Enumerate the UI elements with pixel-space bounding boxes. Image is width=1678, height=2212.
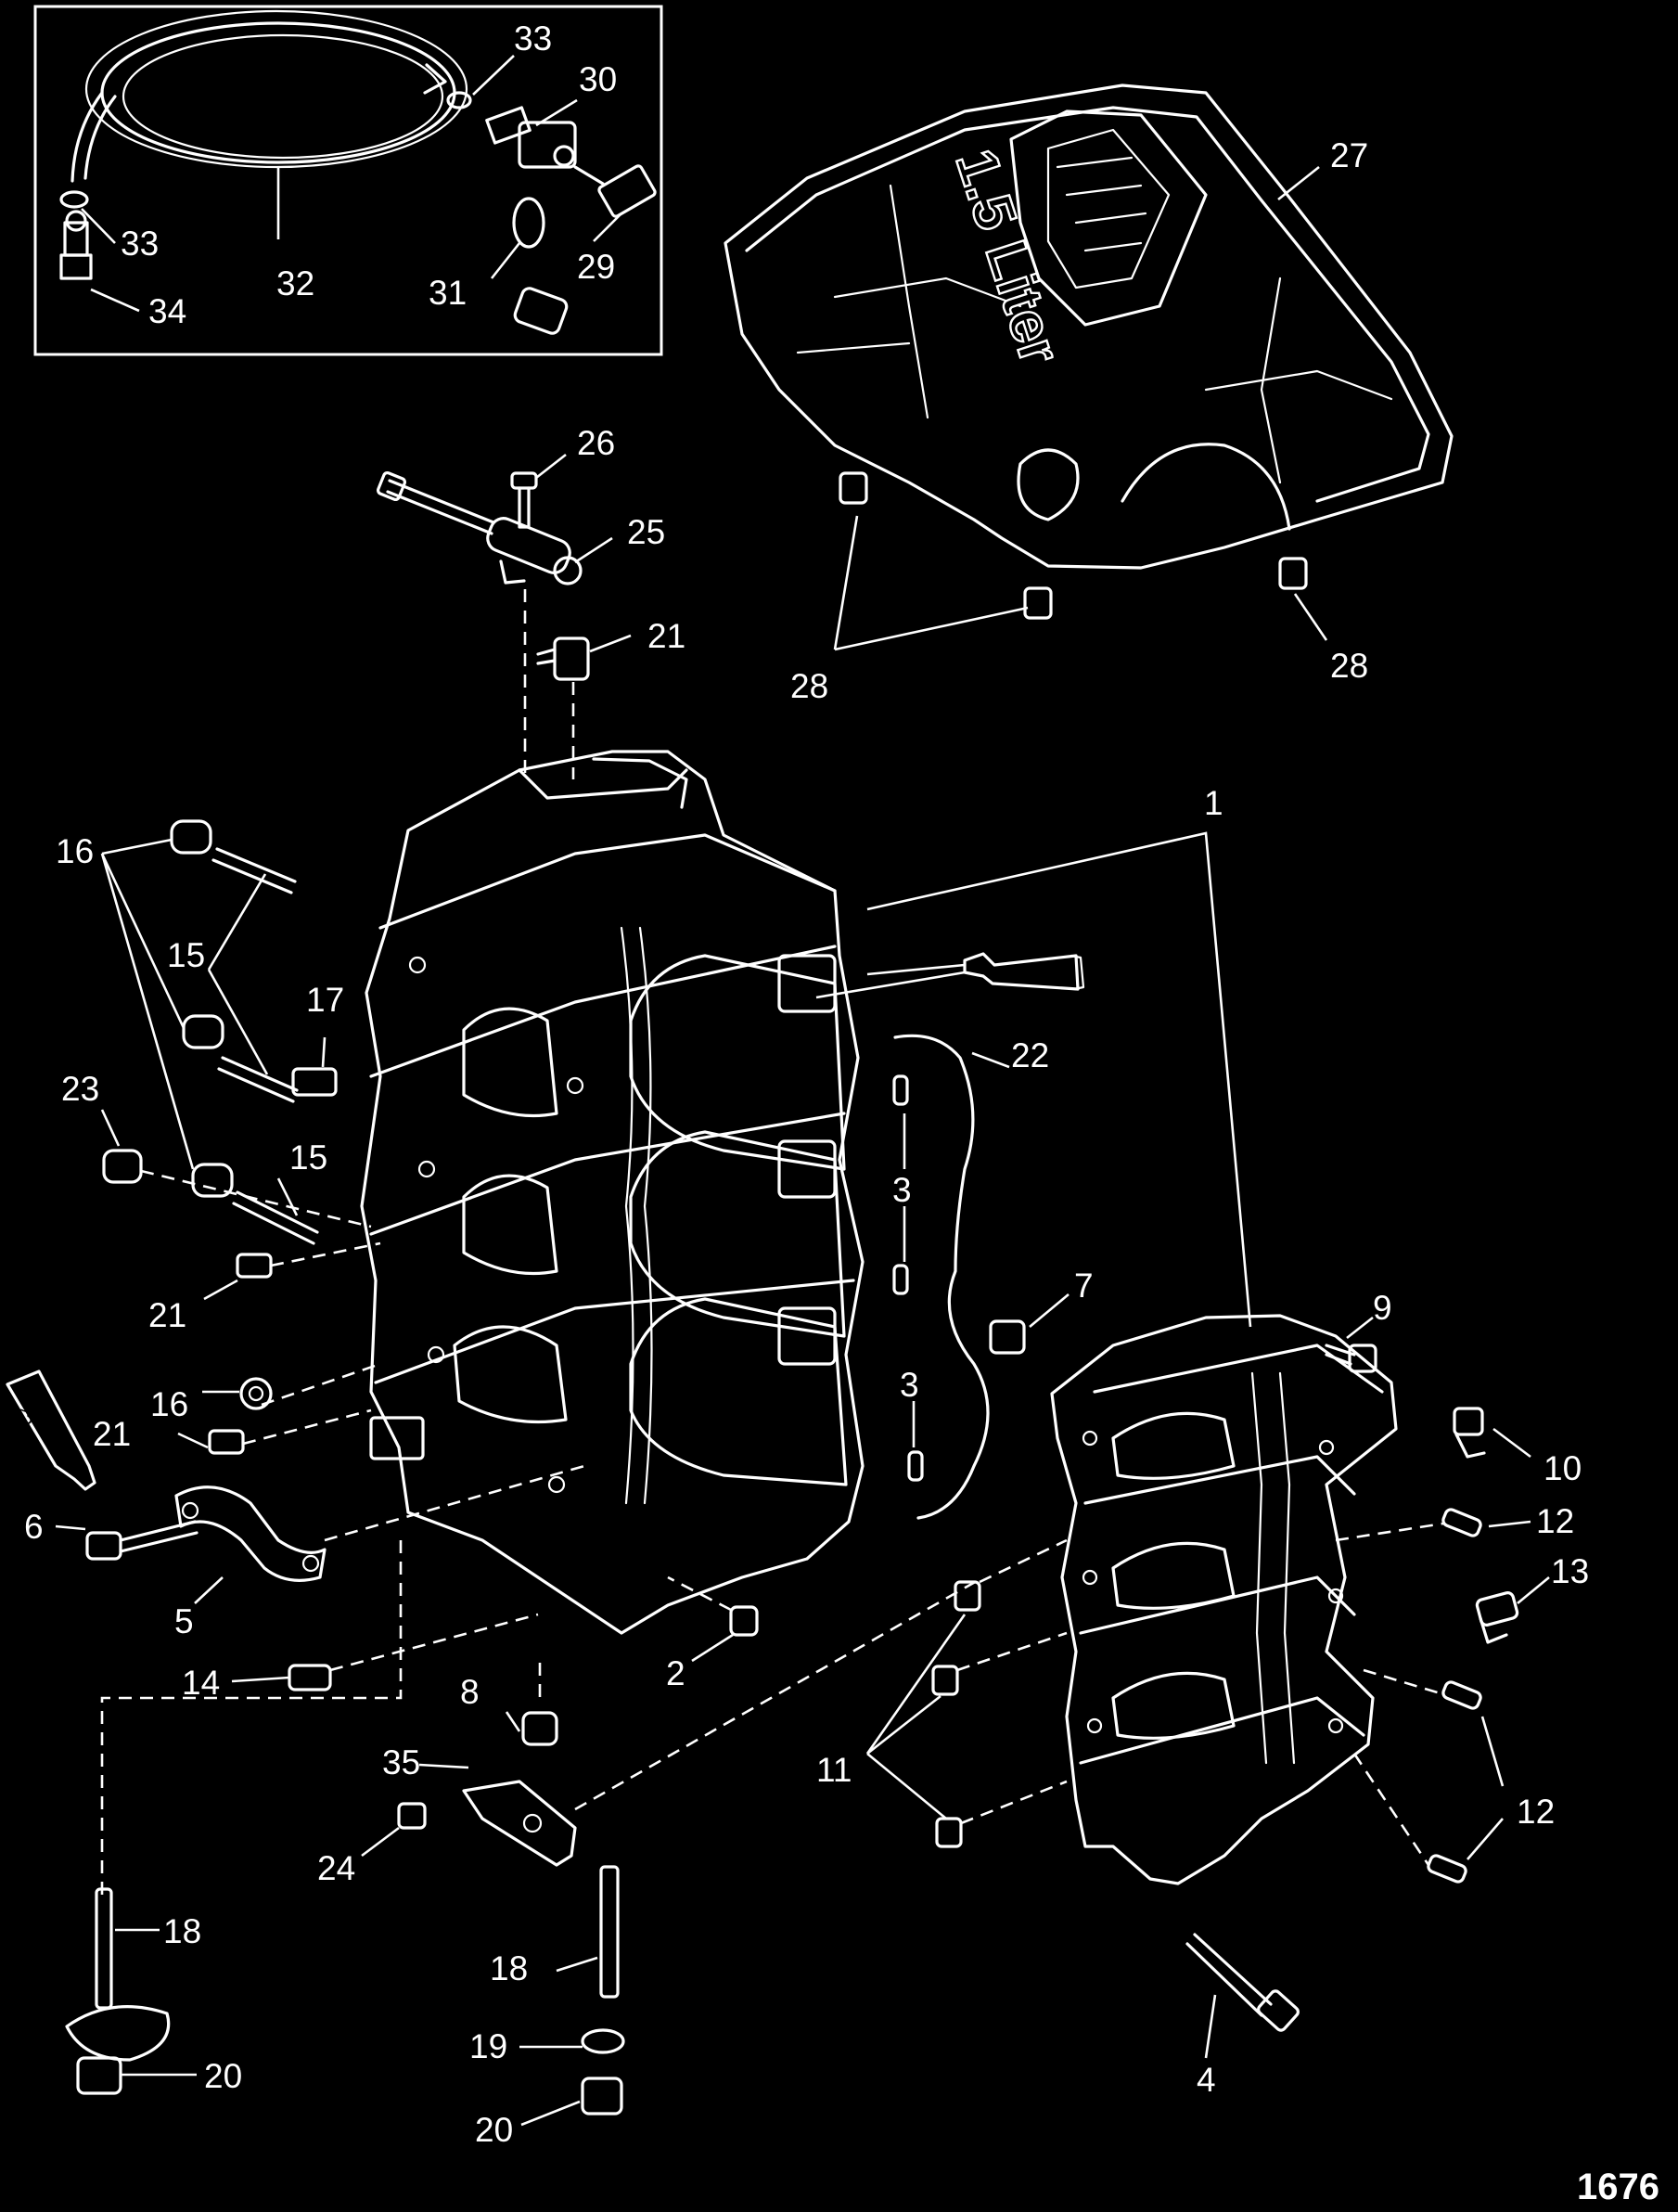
callout-14: 14 [182,1664,220,1702]
stud-18-left [65,1887,171,2062]
callout-12a: 12 [1536,1502,1574,1540]
callout-26: 26 [577,424,615,462]
sealant-tube-75: 75 [963,952,1085,991]
elbow-fitting-top [536,637,590,681]
o-ring [512,197,545,249]
callout-30: 30 [579,60,617,98]
washer-19 [581,2028,625,2054]
callout-20b: 20 [475,2111,513,2149]
callout-6: 6 [24,1508,44,1546]
bolt-9 [1325,1344,1377,1373]
callout-31: 31 [429,274,467,312]
callout-1: 1 [1204,784,1223,822]
sensor-wire [893,1034,990,1520]
callout-21c: 21 [93,1415,131,1453]
callout-21b: 21 [148,1296,186,1334]
callout-28b: 28 [1330,647,1368,685]
screw-26 [510,471,538,529]
callout-20a: 20 [204,2057,242,2095]
callout-5: 5 [174,1602,194,1640]
callout-18b: 18 [490,1949,528,1987]
callout-15b: 15 [289,1138,327,1177]
block-boss [369,1416,425,1460]
inset-hose-kit [33,5,663,356]
callout-35: 35 [382,1743,420,1781]
cylinder-block [360,750,865,1635]
nut-20-left [76,2056,122,2095]
pin-2 [729,1605,759,1637]
callout-11: 11 [816,1751,852,1789]
callout-10: 10 [1544,1449,1582,1487]
fitting-13 [1475,1591,1519,1644]
clamp-5 [174,1485,327,1582]
callout-33a: 33 [514,19,552,58]
callout-21a: 21 [647,617,685,655]
callout-28a: 28 [790,667,828,705]
fitting-bottom [513,287,569,335]
callout-3a: 3 [892,1171,912,1209]
bracket-35 [462,1780,577,1867]
callout-2: 2 [666,1654,685,1692]
figure-id: 1676 [1577,2167,1659,2207]
callout-17: 17 [306,981,344,1019]
link-rod [376,470,583,585]
fitting-11 [931,1580,981,1848]
sealant-tube-25: 25 [6,1370,96,1491]
hose-clamp-left [59,190,89,209]
callout-15a: 15 [167,936,205,974]
hose-barb [59,210,93,280]
callout-34: 34 [148,292,186,330]
inset-frame [33,5,663,356]
callout-3b: 3 [900,1366,919,1404]
bolt-6 [85,1520,199,1561]
callout-29: 29 [577,248,615,286]
callout-33b: 33 [121,225,159,263]
elbow-fitting [485,106,577,169]
fittings-21-lower [208,1253,273,1455]
callout-12b: 12 [1517,1793,1555,1831]
quick-connector [573,164,657,218]
dowel-pins [892,1074,924,1482]
nut-24 [397,1802,427,1830]
callout-8: 8 [460,1673,480,1711]
fitting-17 [291,1067,338,1097]
fitting-10 [1453,1407,1486,1459]
callout-13: 13 [1551,1552,1589,1590]
fitting-14 [288,1664,332,1691]
callout-25: 25 [627,513,665,551]
nut-20-right [581,2077,623,2116]
callout-22: 22 [1011,1036,1049,1074]
bolt-4 [1185,1933,1300,2032]
hose-clamp-top [446,91,472,109]
fitting-12 [1427,1508,1482,1884]
callout-7: 7 [1074,1267,1094,1305]
callout-16b: 16 [150,1385,188,1423]
stud-18-right [599,1865,620,1999]
leader-1 [866,831,1252,1328]
callout-27: 27 [1330,136,1368,174]
hose-coil [70,9,468,183]
callout-23: 23 [61,1070,99,1108]
callout-18a: 18 [163,1912,201,1950]
callout-19: 19 [469,2027,507,2065]
sealant-tube-25-label: 25 [12,1401,40,1429]
cover-embossed-text: 1.5 Liter [943,142,1072,371]
callout-24: 24 [317,1849,355,1887]
callout-numbers: 1 2 3 3 4 5 6 7 8 9 10 11 12 12 13 14 15… [24,19,1589,2149]
plug-8 [521,1711,558,1746]
plug-23 [102,1149,143,1184]
sealant-tube-75-label: 75 [1009,964,1030,984]
callout-9: 9 [1373,1289,1392,1327]
crankcase-cover [1050,1314,1398,1885]
cover-grommets [839,471,1308,620]
bushings-16 [170,819,273,1410]
callout-16a: 16 [56,832,94,870]
callout-4: 4 [1197,2061,1216,2099]
pins-15 [211,847,319,1245]
plug-7 [989,1319,1026,1355]
callout-32: 32 [276,264,314,302]
